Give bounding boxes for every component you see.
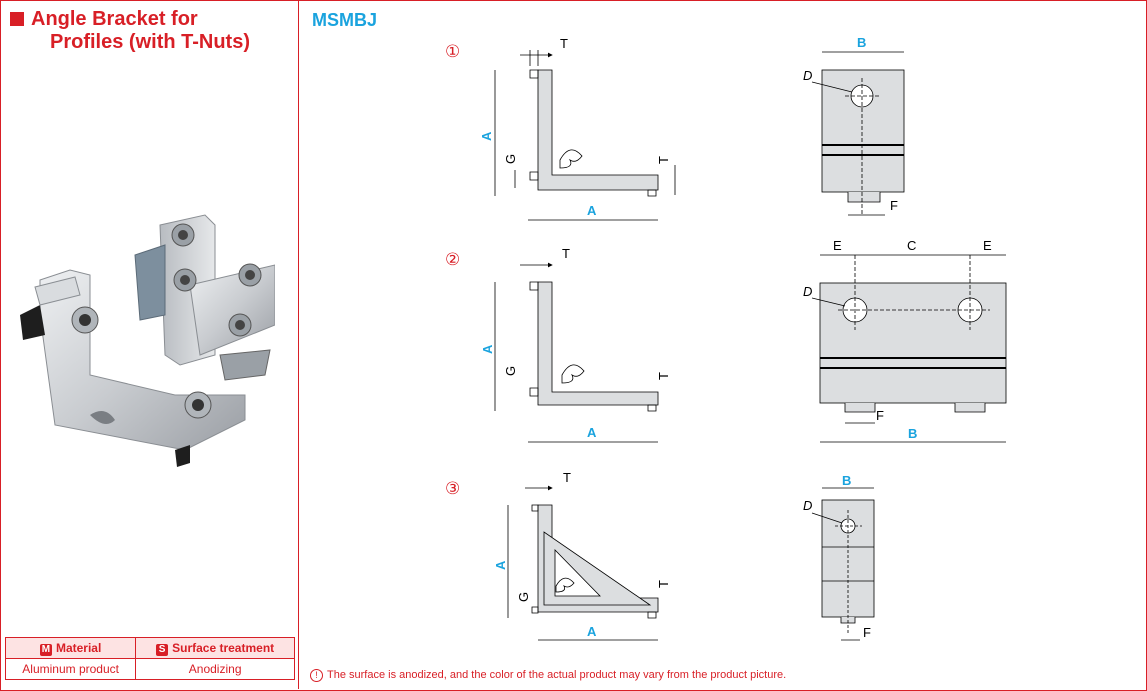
- material-badge-icon: M: [39, 643, 52, 656]
- material-label: Material: [55, 640, 102, 655]
- material-value: Aluminum product: [4, 658, 137, 680]
- type3-label: ③: [445, 479, 460, 498]
- dim-a: A: [493, 560, 508, 570]
- square-bullet-icon: [10, 12, 24, 26]
- dim-c: C: [907, 238, 916, 253]
- dim-t: T: [656, 372, 671, 380]
- dim-b: B: [908, 426, 917, 441]
- dim-t: T: [560, 36, 568, 51]
- dim-a: A: [480, 344, 495, 354]
- dim-t: T: [562, 246, 570, 261]
- dim-f: F: [890, 198, 898, 213]
- dim-g: G: [503, 366, 518, 376]
- dim-t: T: [656, 580, 671, 588]
- technical-drawings: ① T A G T A B D F ②: [445, 35, 1007, 641]
- info-icon: !: [310, 669, 323, 682]
- dim-f: F: [863, 625, 871, 640]
- surface-label: Surface treatment: [172, 640, 275, 655]
- product-panel: Angle Bracket for Profiles (with T-Nuts): [0, 0, 299, 689]
- type2-label: ②: [445, 250, 460, 269]
- dim-d: D: [803, 68, 812, 83]
- dim-b: B: [857, 35, 866, 50]
- dim-e: E: [983, 238, 992, 253]
- dim-d: D: [803, 498, 812, 513]
- surface-note: ! The surface is anodized, and the color …: [310, 669, 786, 682]
- surface-badge-icon: S: [156, 643, 169, 656]
- type1-label: ①: [445, 42, 460, 61]
- dim-f: F: [876, 408, 884, 423]
- dim-d: D: [803, 284, 812, 299]
- dim-b: B: [842, 473, 851, 488]
- dim-a: A: [479, 131, 494, 141]
- dim-t: T: [656, 156, 671, 164]
- title-line-1: Angle Bracket for: [31, 8, 198, 30]
- dim-e: E: [833, 238, 842, 253]
- product-title: Angle Bracket for Profiles (with T-Nuts): [10, 8, 295, 54]
- dim-t: T: [563, 470, 571, 485]
- surface-note-text: The surface is anodized, and the color o…: [327, 669, 787, 681]
- dim-a: A: [587, 203, 597, 218]
- dim-g: G: [503, 154, 518, 164]
- product-photo: [20, 214, 275, 467]
- dim-g: G: [516, 592, 531, 602]
- surface-value: Anodizing: [135, 658, 295, 680]
- dim-a: A: [587, 624, 597, 639]
- dim-a: A: [587, 425, 597, 440]
- model-code: MSMBJ: [312, 10, 378, 30]
- title-line-2: Profiles (with T-Nuts): [50, 31, 250, 53]
